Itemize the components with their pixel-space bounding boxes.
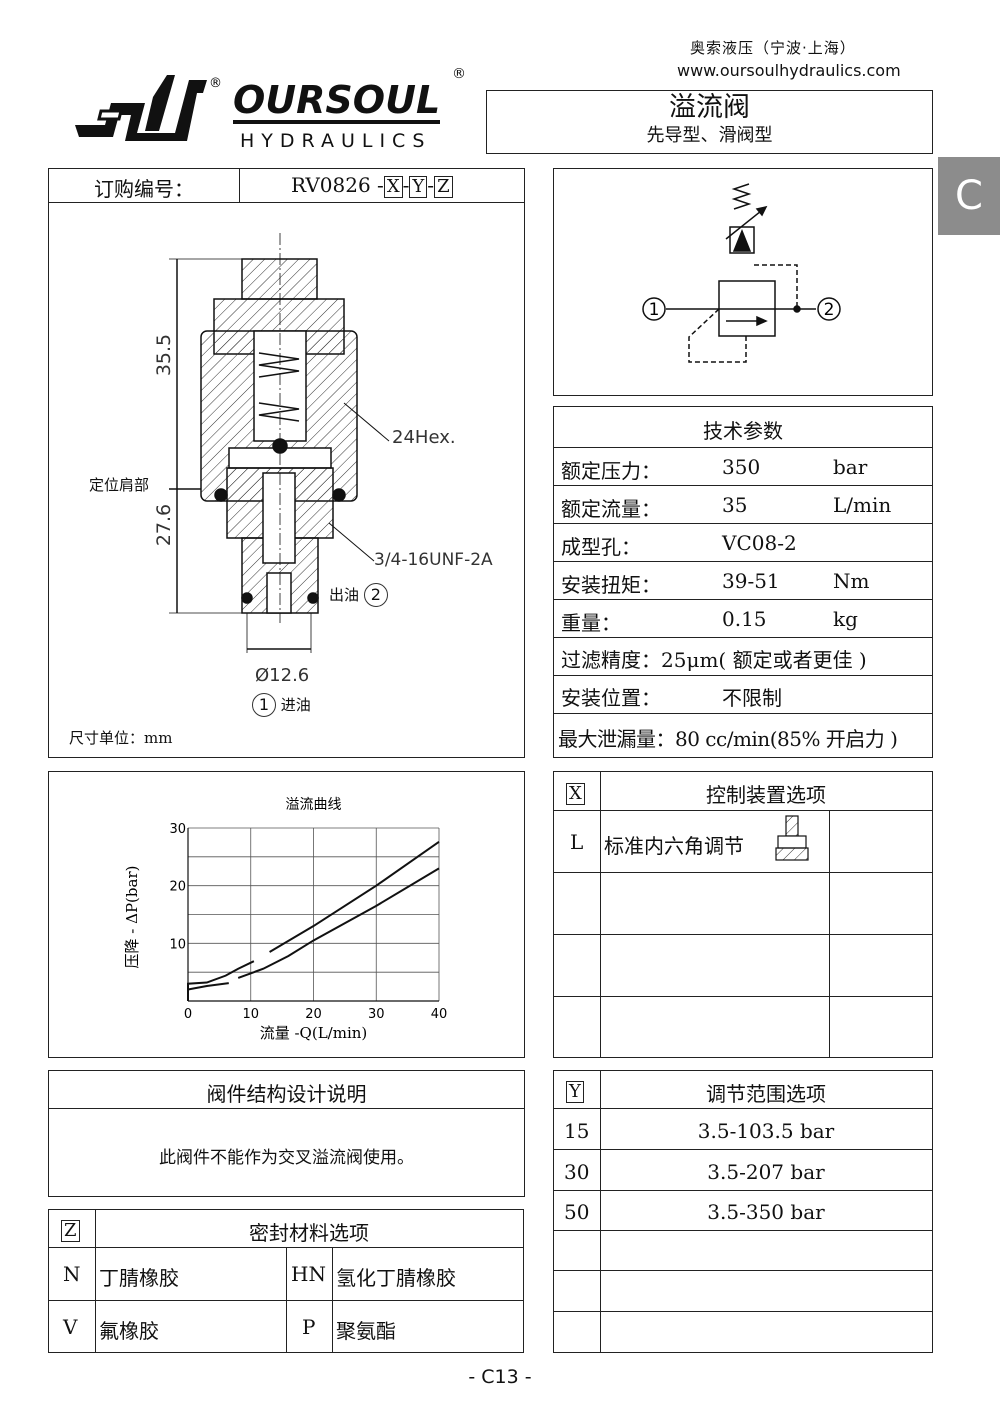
spec-label: 额定压力： [561,459,661,483]
x-tick-label: 20 [305,1007,322,1022]
spec-value: 0.15 [722,607,767,631]
spec-value: 39-51 [722,569,780,593]
outlet-label: 出油 2 [329,583,388,607]
range-title: 调节范围选项 [706,1082,826,1106]
hex-label: 24Hex. [392,427,456,448]
x-tick-label: 10 [242,1007,259,1022]
spec-label: 安装扭矩： [561,573,661,597]
y-axis-label: 压降 - ΔP(bar) [123,866,141,969]
x-axis-label: 流量 -Q(L/min) [260,1024,368,1042]
product-title: 溢流阀 [669,92,750,123]
seal-material: 丁腈橡胶 [99,1266,179,1290]
seal-material: 氟橡胶 [99,1319,159,1343]
hydraulic-symbol-panel: 1 2 [553,168,933,396]
y-tick-label: 30 [169,822,186,837]
specs-title: 技术参数 [703,419,783,443]
curve-upper-b [269,841,440,953]
curve-lower-b [237,867,440,979]
seal-code[interactable]: N [63,1262,81,1286]
relief-valve-symbol: 1 2 [642,183,841,363]
x-tick-label: 0 [184,1007,192,1022]
title-box: 溢流阀 先导型、滑阀型 [486,90,933,154]
y-tick-label: 10 [169,937,186,952]
curve-lower-a [187,982,229,991]
spec-label: 成型孔： [561,535,641,559]
mount-label: 安装位置： [561,686,661,710]
dim-top: 35.5 [153,333,176,377]
spec-label: 重量： [561,611,621,635]
shoulder-label: 定位肩部 [89,476,150,494]
brand-name: OURSOUL [233,78,441,124]
brand-subtitle: HYDRAULICS [240,130,432,152]
range-code[interactable]: 50 [564,1200,590,1224]
control-options-table: X 控制装置选项 L 标准内六角调节 [553,771,933,1058]
spec-unit: L/min [833,493,892,517]
unit-label: 尺寸单位：mm [69,729,173,747]
seal-title: 密封材料选项 [249,1221,369,1245]
hex-adjust-icon [775,815,809,861]
seal-material: 聚氨酯 [336,1319,396,1343]
brand-logo-mark: ® [75,75,225,145]
valve-cross-section [169,233,390,653]
range-value: 3.5-103.5 bar [697,1119,835,1143]
seal-code[interactable]: P [302,1315,316,1339]
control-desc: 标准内六角调节 [604,834,744,858]
design-note: 此阀件不能作为交叉溢流阀使用。 [159,1148,414,1168]
x-tick-label: 30 [368,1007,385,1022]
port-1-label: 1 [649,300,660,320]
diameter-label: Ø12.6 [255,665,310,686]
registered-mark: ® [452,66,466,82]
dim-bottom: 27.6 [153,503,176,547]
seal-code[interactable]: HN [291,1262,326,1286]
y-tick-label: 20 [169,880,186,895]
seal-options-table: Z 密封材料选项 N 丁腈橡胶 HN 氢化丁腈橡胶 V 氟橡胶 P 聚氨酯 [48,1209,524,1353]
control-title: 控制装置选项 [706,783,826,807]
seal-material: 氢化丁腈橡胶 [336,1266,456,1290]
range-options-table: Y 调节范围选项 15 3.5-103.5 bar 30 3.5-207 bar… [553,1070,933,1353]
page-number: - C13 - [468,1366,532,1388]
website-link[interactable]: www.oursoulhydraulics.com [677,61,901,80]
thread-label: 3/4-16UNF-2A [374,550,493,570]
tech-specs-table: 技术参数 额定压力： 350 bar 额定流量： 35 L/min 成型孔： VC08-2 安装… [553,406,933,758]
mount-value: 不限制 [722,686,782,710]
range-value: 3.5-207 bar [707,1160,825,1184]
chart-title: 溢流曲线 [286,797,342,813]
inlet-label: 1 进油 [252,693,311,717]
product-subtitle: 先导型、滑阀型 [646,125,773,146]
control-code[interactable]: L [570,830,584,854]
design-title: 阀件结构设计说明 [206,1082,367,1106]
section-tab[interactable]: C [938,157,1000,235]
filter-spec: 过滤精度：25μm( 额定或者更佳 ) [561,648,867,672]
spec-unit: kg [833,607,858,631]
curve-upper-a [187,960,255,1001]
leakage-spec: 最大泄漏量：80 cc/min(85% 开启力 ) [558,727,898,751]
range-value: 3.5-350 bar [707,1200,825,1224]
order-code: RV0826 -X-Y-Z [291,173,453,198]
port-2-label: 2 [824,300,835,320]
z-key: Z [61,1220,80,1242]
spec-value: VC08-2 [722,531,797,555]
x-key: X [566,783,585,805]
relief-curve-chart: 0 10 20 30 40 10 20 30 溢流曲线流量 -Q(L/min) 压降 - ΔP(b… [48,771,525,1058]
spec-value: 350 [722,455,761,479]
seal-code[interactable]: V [63,1315,78,1339]
order-code-label: 订购编号： [94,177,194,201]
spec-label: 额定流量： [561,497,661,521]
drawing-panel: 订购编号： RV0826 -X-Y-Z 35.5 27.6 24Hex. 3/4… [48,168,525,758]
svg-text:®: ® [209,76,222,91]
company-name: 奥索液压（宁波·上海） [690,39,856,57]
design-note-panel: 阀件结构设计说明 此阀件不能作为交叉溢流阀使用。 [48,1070,525,1197]
spec-unit: bar [833,455,868,479]
spec-unit: Nm [833,569,870,593]
spec-value: 35 [722,493,748,517]
x-tick-label: 40 [431,1007,448,1022]
range-code[interactable]: 30 [564,1160,590,1184]
range-code[interactable]: 15 [564,1119,590,1143]
y-key: Y [566,1081,584,1103]
